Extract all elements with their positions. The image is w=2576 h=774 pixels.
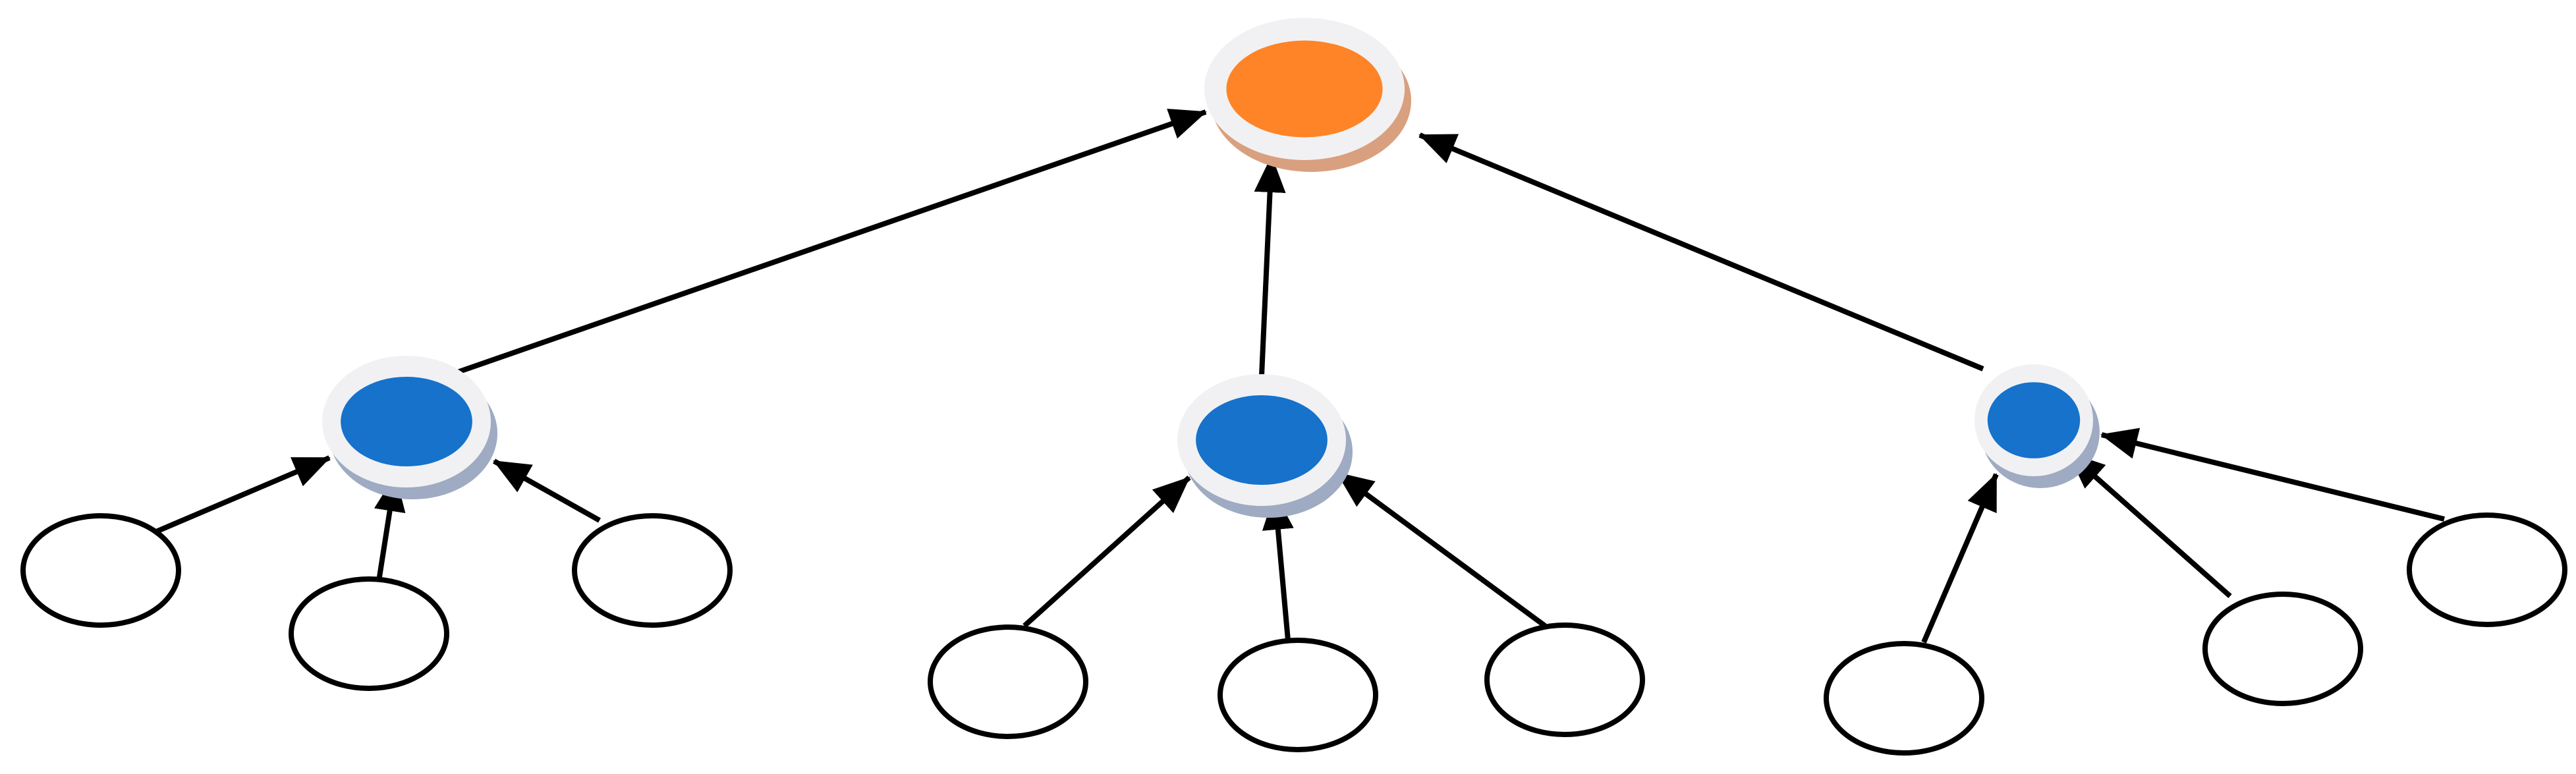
middle-node-m1 [322, 356, 497, 499]
leaf-node-l4 [928, 624, 1088, 739]
arrow-l1-to-m1 [150, 455, 331, 536]
arrow-m1-to-root [447, 109, 1207, 378]
arrow-m3-to-root [1418, 132, 1984, 372]
middle-node-m2-core [1196, 395, 1328, 485]
arrow-l7-to-m3 [1921, 473, 1999, 644]
middle-node-m2 [1177, 374, 1353, 518]
arrow-l5-to-m2 [1262, 493, 1294, 641]
leaf-node-l8 [2202, 592, 2363, 706]
middle-node-m3-core [1987, 382, 2081, 458]
leaf-node-l7 [1824, 641, 1984, 756]
arrow-l6-to-m2 [1335, 470, 1547, 628]
leaf-node-l5 [1218, 638, 1378, 752]
middle-node-m3 [1974, 364, 2100, 488]
edges [150, 109, 2445, 644]
root-node-core [1226, 40, 1383, 138]
leaf-node-l1 [20, 513, 181, 628]
leaf-node-l3 [572, 513, 733, 628]
leaf-node-l9 [2407, 512, 2567, 627]
leaf-node-l2 [289, 576, 449, 691]
arrow-m2-to-root [1254, 155, 1286, 376]
arrow-l9-to-m3 [2100, 428, 2445, 522]
root-node [1204, 18, 1411, 172]
arrow-l3-to-m1 [493, 458, 601, 523]
nodes [20, 18, 2567, 756]
arrow-l4-to-m2 [1022, 476, 1191, 628]
middle-node-m1-core [341, 377, 472, 466]
leaf-node-l6 [1484, 622, 1645, 737]
arrow-l8-to-m3 [2067, 451, 2232, 598]
